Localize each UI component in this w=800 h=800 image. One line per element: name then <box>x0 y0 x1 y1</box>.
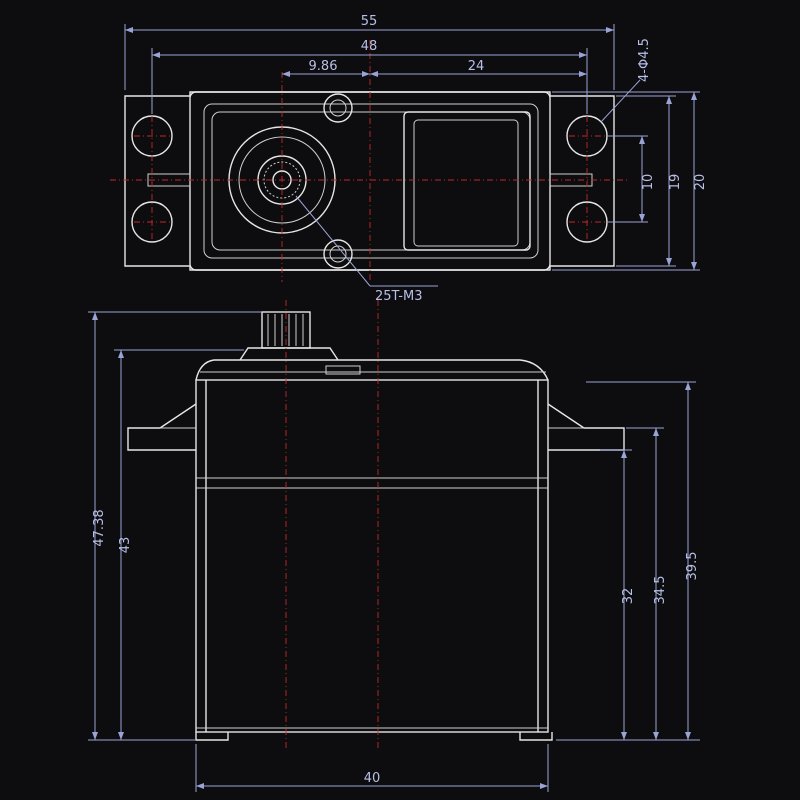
dim-20: 20 <box>693 174 708 191</box>
dim-24: 24 <box>468 59 485 74</box>
mount-hole-bottom-right <box>566 201 608 243</box>
side-foot-right <box>519 732 553 741</box>
dim-32: 32 <box>621 588 636 605</box>
leader-4-holes <box>600 79 641 123</box>
side-flange-right <box>547 403 625 451</box>
dim-spline: 25T-M3 <box>375 289 422 304</box>
screw-boss-bottom <box>323 239 353 269</box>
top-view-body-inner2 <box>211 111 531 251</box>
top-view-body-inner <box>203 103 539 259</box>
screw-boss-top <box>323 93 353 123</box>
top-view-dimensions: 55 48 9.86 24 4-Φ4.5 10 19 <box>124 14 708 304</box>
dim-4-holes: 4-Φ4.5 <box>637 38 652 82</box>
screw-boss-bottom-inner <box>329 245 347 263</box>
dim-48: 48 <box>361 39 378 54</box>
dim-55: 55 <box>361 14 378 29</box>
leader-spline <box>295 195 371 287</box>
side-top-tab <box>325 365 361 375</box>
dim-10: 10 <box>641 174 656 191</box>
dim-47-38: 47.38 <box>92 509 107 546</box>
dim-43: 43 <box>118 537 133 554</box>
side-foot-left <box>195 732 229 741</box>
dim-39-5: 39.5 <box>685 552 700 581</box>
side-collar <box>239 347 339 361</box>
top-view <box>110 40 630 282</box>
side-top-cover <box>195 359 549 381</box>
dim-19: 19 <box>668 174 683 191</box>
screw-boss-top-inner <box>329 99 347 117</box>
side-flange-left <box>127 403 197 451</box>
side-view <box>127 300 625 750</box>
side-view-dimensions: 47.38 43 40 32 34.5 39.5 <box>88 311 700 792</box>
top-view-flange <box>124 91 615 271</box>
top-view-window <box>403 111 531 251</box>
mount-hole-bottom-left <box>131 201 173 243</box>
side-body <box>195 379 549 733</box>
top-view-window-inner <box>413 119 519 247</box>
dim-40: 40 <box>364 771 381 786</box>
dim-9-86: 9.86 <box>309 59 338 74</box>
dim-34-5: 34.5 <box>653 576 668 605</box>
